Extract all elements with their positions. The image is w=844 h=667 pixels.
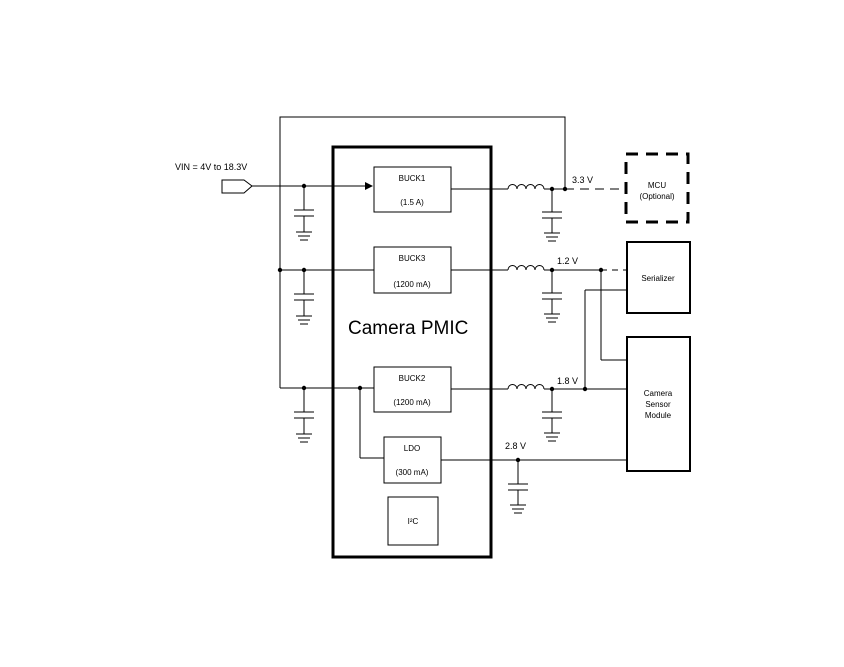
rail-1v2 (451, 265, 627, 361)
input-capacitor-2 (294, 270, 314, 325)
ldo-name: LDO (404, 444, 420, 453)
sensor-line-2: Sensor (645, 400, 671, 409)
buck2-rating: (1200 mA) (393, 398, 431, 407)
ldo-block: LDO (300 mA) (383, 436, 442, 484)
input-capacitor-3 (294, 388, 314, 443)
vin-connector-symbol: VIN = 4V to 18.3V (175, 162, 253, 194)
i2c-block: I²C (387, 496, 439, 546)
input-rails (252, 182, 384, 459)
rail-1v2-label: 1.2 V (557, 256, 578, 266)
buck1-rating: (1.5 A) (400, 198, 424, 207)
buck3-rating: (1200 mA) (393, 280, 431, 289)
buck2-name: BUCK2 (399, 374, 426, 383)
ldo-rating: (300 mA) (396, 468, 429, 477)
rail-2v8 (441, 459, 627, 514)
rail-3v3-label: 3.3 V (572, 175, 593, 185)
sensor-line-3: Module (645, 411, 672, 420)
vin-label: VIN = 4V to 18.3V (175, 162, 247, 172)
junction-dots (277, 183, 363, 391)
buck1-block: BUCK1 (1.5 A) (373, 166, 452, 213)
buck3-name: BUCK3 (399, 254, 426, 263)
camera-sensor-module-block: Camera Sensor Module (626, 336, 691, 472)
input-capacitor-1 (294, 186, 314, 241)
pmic-title: Camera PMIC (348, 318, 468, 339)
rail-2v8-label: 2.8 V (505, 441, 526, 451)
camera-pmic-box (331, 145, 493, 559)
rail-1v8 (451, 289, 627, 442)
sensor-line-1: Camera (644, 389, 673, 398)
buck3-block: BUCK3 (1200 mA) (373, 246, 452, 294)
serializer-block: Serializer (626, 241, 691, 314)
mcu-note: (Optional) (639, 192, 674, 201)
mcu-name: MCU (648, 181, 666, 190)
mcu-block: MCU (Optional) (624, 152, 690, 224)
buck1-name: BUCK1 (399, 174, 426, 183)
serializer-name: Serializer (641, 274, 675, 283)
rail-1v8-label: 1.8 V (557, 376, 578, 386)
feedback-loop-wire (279, 116, 566, 388)
buck2-block: BUCK2 (1200 mA) (373, 366, 452, 413)
rail-3v3 (451, 184, 625, 242)
i2c-name: I²C (408, 517, 419, 526)
